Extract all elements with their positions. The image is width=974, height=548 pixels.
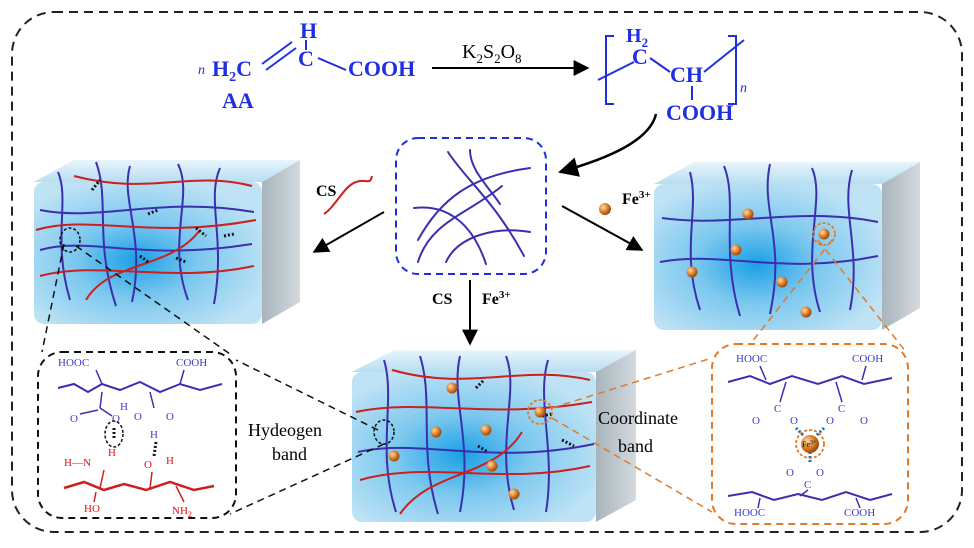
coord-o-6: O [816,467,824,479]
coord-hooc-top: HOOC [736,353,767,365]
h-text-1: H [120,401,128,413]
coord-c-3: C [804,479,811,491]
coordinate-bond-inset: HOOC COOH C C O O O O Fe3+ O O C HOOC CO… [711,343,909,525]
oh-o-text: O [144,459,152,471]
h-text-3: H [108,447,116,459]
fe-ions-right [686,208,830,318]
paa-network-box [395,137,547,275]
h2c-group: H2C [212,56,252,85]
h-text-2: H [150,429,158,441]
coord-o-1: O [752,415,760,427]
coord-hooc-bottom: HOOC [734,507,765,519]
h-atom: H [300,18,317,43]
coord-cooh-bottom: COOH [844,507,875,519]
chitosan-chain-symbol [323,175,373,215]
gel-dual [352,350,636,522]
coordinate-band-line2: band [618,436,653,456]
coord-c-1: C [774,403,781,415]
coord-cooh-top: COOH [852,353,883,365]
poly-n: n [740,81,747,96]
polymer-paa: H2 C CH COOH n [597,25,747,125]
o-text-3: O [134,411,142,423]
outer-frame [11,11,963,533]
cooh-group: COOH [348,56,415,81]
hn-text: H—N [64,457,91,469]
curved-arrow [558,113,658,177]
initiator-label: K2S2O8 [462,41,522,66]
coordinate-band-line1: Coordinate [598,408,678,428]
cs-label-left: CS [316,183,337,200]
poly-c: C [632,44,648,69]
fe-label-right: Fe3+ [622,189,651,208]
poly-ch: CH [670,62,703,87]
arrow-to-fe-gel [561,205,644,251]
gel-cs [34,160,300,324]
poly-cooh: COOH [666,100,733,125]
coord-o-5: O [786,467,794,479]
coord-o-3: O [826,415,834,427]
zoom-lines [41,239,907,515]
monomer-label: AA [222,88,254,113]
fe-ions-bottom [388,382,546,500]
coord-o-4: O [860,415,868,427]
o-text-4: O [166,411,174,423]
o-text-2: O [112,413,120,425]
arrow-to-cs-gel [312,211,385,253]
monomer-aa: n H2C H C COOH AA [198,18,415,113]
poly-h2: H2 [626,25,648,50]
cooh-text: COOH [176,357,207,369]
c-atom: C [298,46,314,71]
fe-center [801,435,819,453]
hooc-text: HOOC [58,357,89,369]
cs-label-bottom: CS [432,291,453,308]
n-coefficient: n [198,63,205,78]
ho-text: HO [84,503,100,515]
coord-o-2: O [790,415,798,427]
nh2-text: NH2 [172,505,192,519]
o-text-1: O [70,413,78,425]
hydrogen-band-line2: band [272,444,307,464]
fe-label-bottom: Fe3+ [482,289,511,308]
coord-fe-text: Fe3+ [802,440,817,449]
gel-fe [654,162,920,330]
coord-c-2: C [838,403,845,415]
fe-ion-symbol [599,203,611,215]
oh-h-text: H [166,455,174,467]
hydrogen-band-line1: Hydeogen [248,420,322,440]
hydrogen-bond-inset: HOOC COOH O O H O O H H H—N O H HO NH2 [37,351,237,519]
